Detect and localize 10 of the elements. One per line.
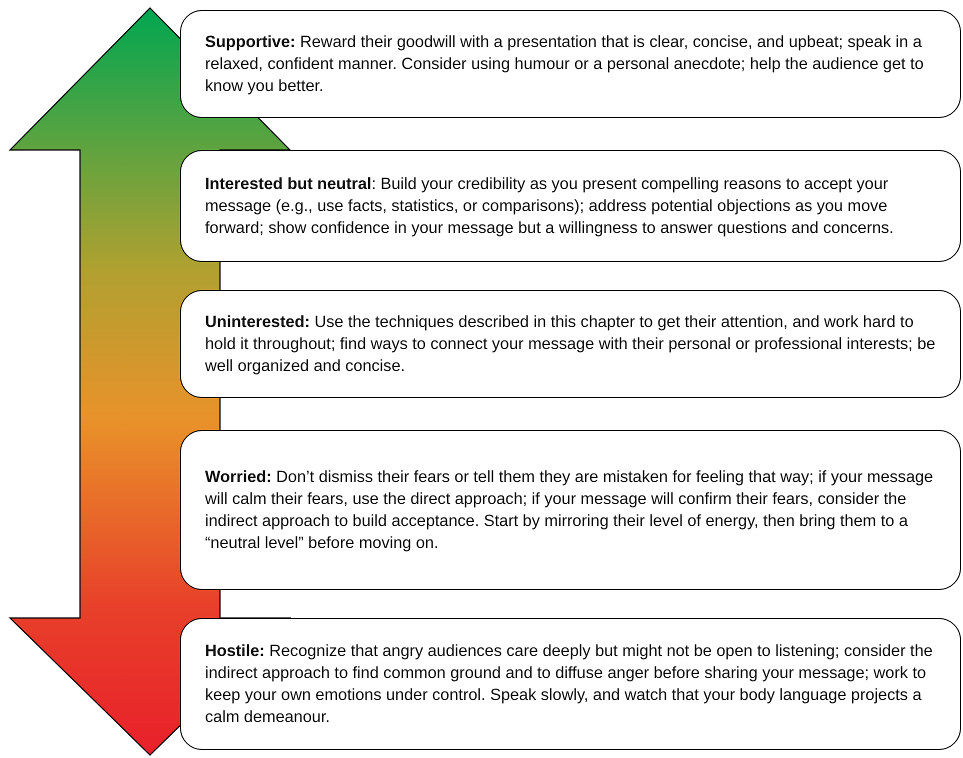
description-text: Hostile: Recognize that angry audiences care deeply but might not be open to listening; consider the indirect approach to find common ground and to diffuse anger before sharing your message; work to keep your own emotions under control. Speak slowly, and watch that your body language projects a calm demeanour. <box>205 641 934 728</box>
text-box <box>180 290 961 398</box>
description-text: Uninterested: Use the techniques described in this chapter to get their attention, and work hard to hold it throughout; find ways to connect your message with their personal or professional interests; be well organized and concise. <box>205 312 936 377</box>
description-text: Supportive: Reward their goodwill with a presentation that is clear, concise, and upbeat; speak in a relaxed, confident manner. Consider using humour or a personal anecdote; help the audience get to know you better. <box>205 32 925 97</box>
text-box <box>180 10 961 118</box>
description-text: Interested but neutral: Build your credibility as you present compelling reasons to accept your message (e.g., use facts, statistics, or comparisons); address potential objections as you move forward; show confidence in your message but a willingness to answer questions and concerns. <box>205 174 895 239</box>
text-box <box>180 150 961 262</box>
description-text: Worried: Don’t dismiss their fears or tell them they are mistaken for feeling that way; if your message will calm their fears, use the direct approach; if your message will confirm their fears, consider the indirect approach to build acceptance. Start by mirroring their level of energy, then bring them to a “neutral level” before moving on. <box>205 467 934 554</box>
text-box <box>180 618 961 750</box>
text-box <box>180 430 961 590</box>
